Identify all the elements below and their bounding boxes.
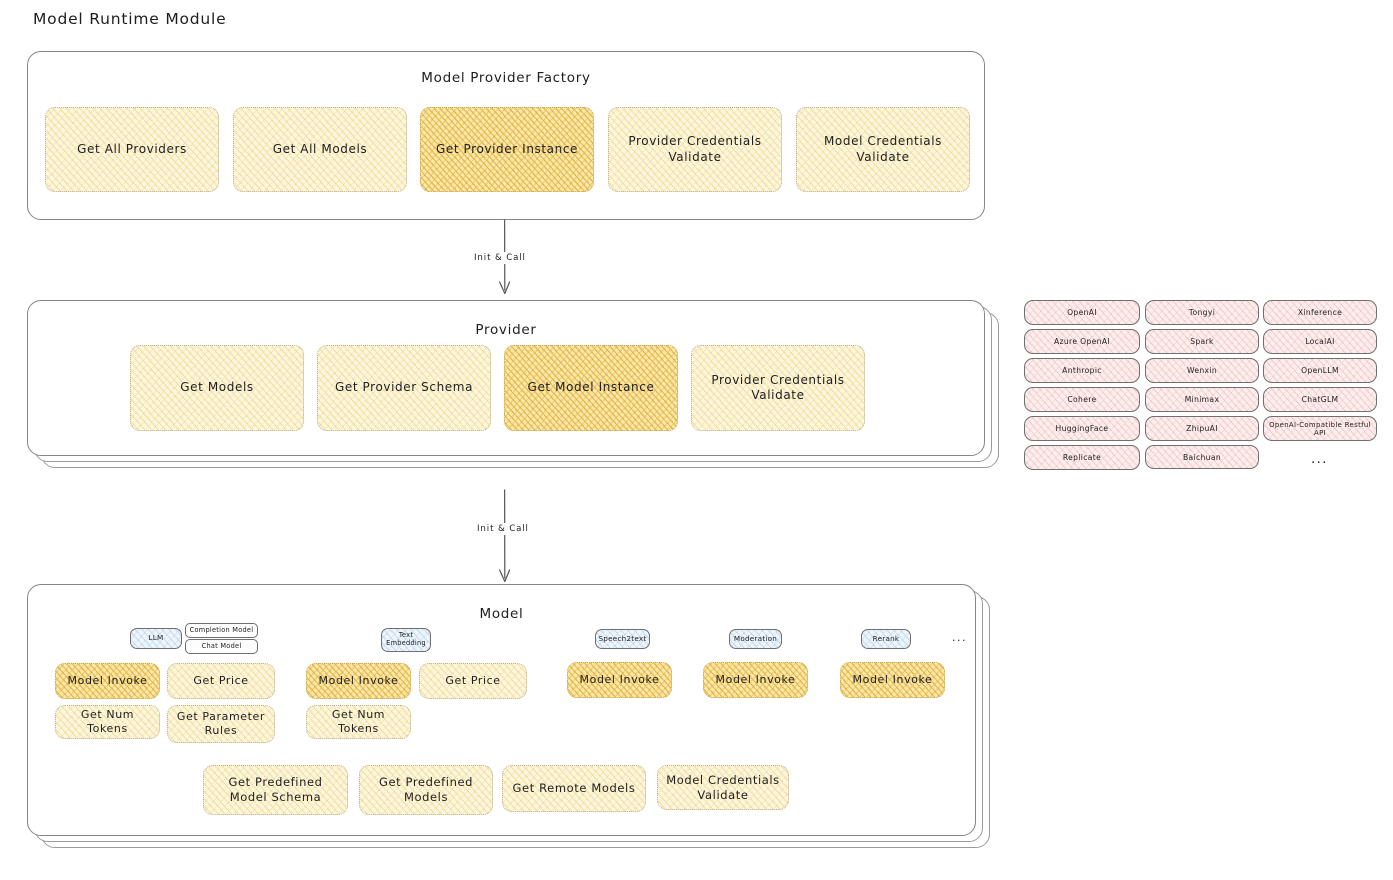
method-box-get-provider-instance[interactable]: Get Provider Instance bbox=[420, 107, 594, 192]
provider-chip-localai[interactable]: LocalAI bbox=[1263, 329, 1377, 354]
provider-list-more-ellipsis: ... bbox=[1311, 452, 1328, 467]
arrow-label-init-call-2: Init & Call bbox=[473, 523, 533, 535]
provider-chip-azure-openai[interactable]: Azure OpenAI bbox=[1024, 329, 1140, 354]
model-type-chip-rerank[interactable]: Rerank bbox=[861, 629, 911, 649]
provider-chip-minimax[interactable]: Minimax bbox=[1145, 387, 1259, 412]
arrow-provider-to-model bbox=[498, 489, 511, 583]
model-types-more-ellipsis: ... bbox=[952, 631, 967, 644]
model-type-chip-text-embedding[interactable]: Text Embedding bbox=[381, 628, 431, 652]
provider-chip-cohere[interactable]: Cohere bbox=[1024, 387, 1140, 412]
model-subtype-chip-chat-model[interactable]: Chat Model bbox=[185, 639, 258, 654]
provider-chip-openai-compatible-restful-api[interactable]: OpenAI-Compatible Restful API bbox=[1263, 416, 1377, 441]
method-box-model-credentials-validate[interactable]: Model Credentials Validate bbox=[796, 107, 970, 192]
method-box-embedding-get-price[interactable]: Get Price bbox=[419, 663, 527, 699]
method-box-get-predefined-model-schema[interactable]: Get Predefined Model Schema bbox=[203, 765, 348, 815]
method-box-llm-get-price[interactable]: Get Price bbox=[167, 663, 275, 699]
method-box-provider-credentials-validate-2[interactable]: Provider Credentials Validate bbox=[691, 345, 865, 431]
panel-title-provider: Provider bbox=[475, 322, 537, 338]
panel-title-factory: Model Provider Factory bbox=[421, 70, 591, 86]
provider-chip-replicate[interactable]: Replicate bbox=[1024, 445, 1140, 470]
method-box-get-remote-models[interactable]: Get Remote Models bbox=[502, 765, 646, 812]
panel-title-model: Model bbox=[479, 606, 524, 622]
model-type-chip-speech2text[interactable]: Speech2text bbox=[595, 629, 650, 649]
method-box-embedding-model-invoke[interactable]: Model Invoke bbox=[306, 663, 411, 699]
page-title: Model Runtime Module bbox=[33, 10, 227, 28]
method-box-moderation-model-invoke[interactable]: Model Invoke bbox=[703, 662, 808, 698]
method-box-get-predefined-models[interactable]: Get Predefined Models bbox=[359, 765, 493, 815]
model-type-chip-llm[interactable]: LLM bbox=[130, 628, 182, 649]
method-box-get-all-models[interactable]: Get All Models bbox=[233, 107, 407, 192]
provider-chip-baichuan[interactable]: Baichuan bbox=[1145, 445, 1259, 469]
provider-chip-openai[interactable]: OpenAI bbox=[1024, 300, 1140, 325]
provider-chip-chatglm[interactable]: ChatGLM bbox=[1263, 387, 1377, 412]
method-box-speech2text-model-invoke[interactable]: Model Invoke bbox=[567, 662, 672, 698]
provider-chip-huggingface[interactable]: HuggingFace bbox=[1024, 416, 1140, 441]
method-box-llm-get-num-tokens[interactable]: Get Num Tokens bbox=[55, 705, 160, 739]
method-box-get-model-instance[interactable]: Get Model Instance bbox=[504, 345, 678, 431]
provider-chip-wenxin[interactable]: Wenxin bbox=[1145, 358, 1259, 383]
provider-chip-xinference[interactable]: Xinference bbox=[1263, 300, 1377, 325]
method-box-rerank-model-invoke[interactable]: Model Invoke bbox=[840, 662, 945, 698]
model-subtype-chip-completion-model[interactable]: Completion Model bbox=[185, 623, 258, 638]
method-box-get-models[interactable]: Get Models bbox=[130, 345, 304, 431]
provider-chip-zhipuai[interactable]: ZhipuAI bbox=[1145, 416, 1259, 441]
provider-chip-tongyi[interactable]: Tongyi bbox=[1145, 300, 1259, 325]
model-type-chip-moderation[interactable]: Moderation bbox=[729, 629, 782, 649]
method-box-llm-get-parameter-rules[interactable]: Get Parameter Rules bbox=[167, 705, 275, 743]
provider-chip-openllm[interactable]: OpenLLM bbox=[1263, 358, 1377, 383]
method-box-get-provider-schema[interactable]: Get Provider Schema bbox=[317, 345, 491, 431]
method-box-get-all-providers[interactable]: Get All Providers bbox=[45, 107, 219, 192]
method-box-model-credentials-validate-2[interactable]: Model Credentials Validate bbox=[657, 765, 789, 810]
arrow-label-init-call-1: Init & Call bbox=[470, 252, 530, 264]
provider-chip-spark[interactable]: Spark bbox=[1145, 329, 1259, 354]
method-box-embedding-get-num-tokens[interactable]: Get Num Tokens bbox=[306, 705, 411, 739]
provider-chip-anthropic[interactable]: Anthropic bbox=[1024, 358, 1140, 383]
method-box-llm-model-invoke[interactable]: Model Invoke bbox=[55, 663, 160, 699]
method-box-provider-credentials-validate[interactable]: Provider Credentials Validate bbox=[608, 107, 782, 192]
